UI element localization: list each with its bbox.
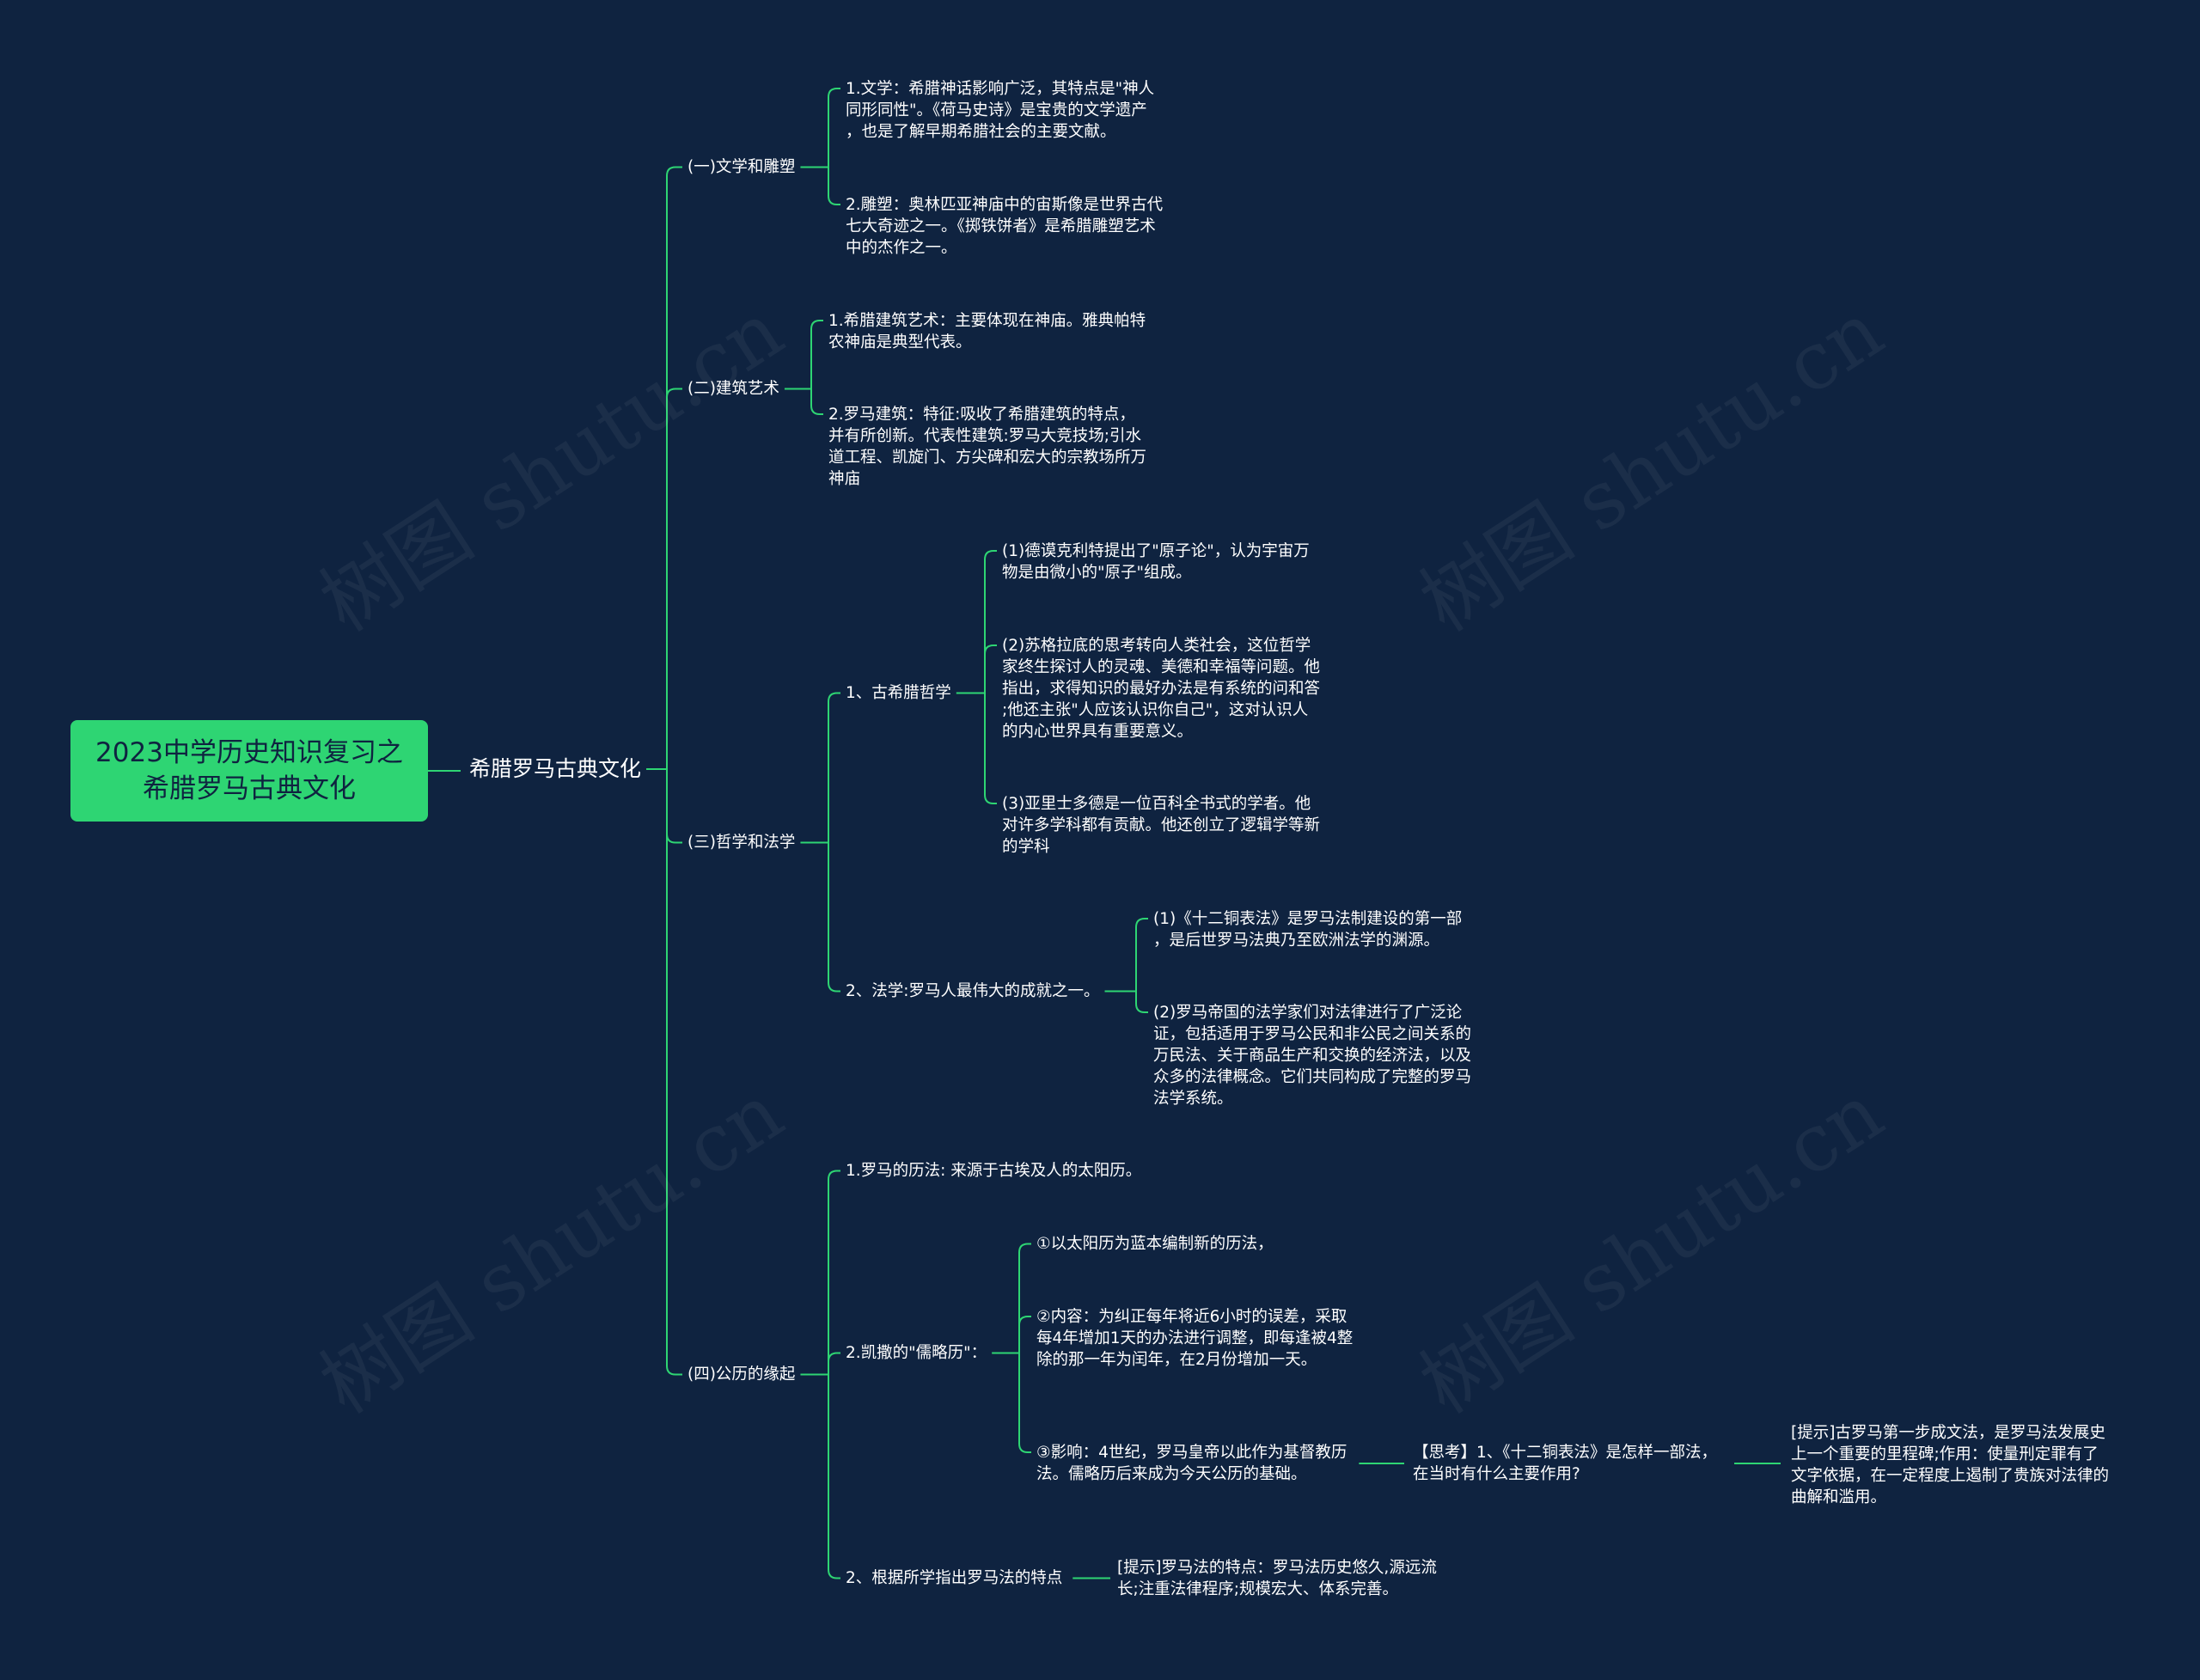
- node-roman-law[interactable]: 2、法学:罗马人最伟大的成就之一。: [846, 982, 1100, 1000]
- node-twelve-tables[interactable]: (1)《十二铜表法》是罗马法制建设的第一部 ，是后世罗马法典乃至欧洲法学的渊源。: [1153, 910, 1463, 950]
- node-greek-architecture[interactable]: 1.希腊建筑艺术：主要体现在神庙。雅典帕特 农神庙是典型代表。: [828, 312, 1146, 351]
- connector-line: [666, 166, 682, 769]
- root-topic-label: 2023中学历史知识复习之 希腊罗马古典文化: [95, 737, 403, 804]
- node-socrates[interactable]: (2)苏格拉底的思考转向人类社会，这位哲学 家终生探讨人的灵魂、美德和幸福等问题…: [1002, 637, 1321, 741]
- node-roman-law-features[interactable]: 2、根据所学指出罗马法的特点: [846, 1569, 1063, 1587]
- node-democritus[interactable]: (1)德谟克利特提出了"原子论"，认为宇宙万 物是由微小的"原子"组成。: [1002, 542, 1310, 582]
- section-literature-sculpture[interactable]: (一)文学和雕塑: [688, 158, 796, 176]
- node-greek-philosophy[interactable]: 1、古希腊哲学: [846, 684, 951, 702]
- connector-line: [828, 842, 840, 993]
- connector-line: [1135, 991, 1148, 1013]
- connector-line: [828, 1374, 840, 1579]
- connector-line: [984, 550, 997, 693]
- connector-line: [828, 1170, 840, 1375]
- node-aristotle[interactable]: (3)亚里士多德是一位百科全书式的学者。他 对许多学科都有贡献。他还创立了逻辑学…: [1002, 795, 1321, 856]
- watermark: 树图 shutu.cn: [304, 284, 799, 650]
- connector-line: [1135, 918, 1148, 992]
- node-roman-calendar[interactable]: 1.罗马的历法: 来源于古埃及人的太阳历。: [846, 1162, 1142, 1180]
- section-calendar-origin[interactable]: (四)公历的缘起: [688, 1365, 796, 1384]
- node-roman-architecture[interactable]: 2.罗马建筑：特征:吸收了希腊建筑的特点， 并有所创新。代表性建筑:罗马大竞技场…: [828, 406, 1147, 488]
- connector-line: [810, 388, 823, 415]
- connector-line: [810, 320, 823, 389]
- node-think-hint[interactable]: [提示]古罗马第一步成文法，是罗马法发展史 上一个重要的里程碑;作用：使量刑定罪…: [1791, 1424, 2110, 1506]
- connector-line: [666, 769, 682, 1376]
- node-sculpture[interactable]: 2.雕塑：奥林匹亚神庙中的宙斯像是世界古代 七大奇迹之一。《掷铁饼者》是希腊雕塑…: [846, 196, 1164, 257]
- connector-line: [666, 769, 682, 844]
- node-roman-jurists[interactable]: (2)罗马帝国的法学家们对法律进行了广泛论 证，包括适用于罗马公民和非公民之间关…: [1153, 1004, 1472, 1108]
- node-julian-content[interactable]: ②内容：为纠正每年将近6小时的误差，采取 每4年增加1天的办法进行调整，即每逢被…: [1036, 1308, 1354, 1369]
- section-philosophy-law[interactable]: (三)哲学和法学: [688, 834, 796, 852]
- watermark: 树图 shutu.cn: [1404, 284, 1899, 650]
- section-architecture[interactable]: (二)建筑艺术: [688, 380, 779, 398]
- connector-line: [1018, 1243, 1031, 1353]
- root-topic[interactable]: 2023中学历史知识复习之 希腊罗马古典文化: [70, 720, 428, 822]
- connector-line: [1018, 1316, 1031, 1353]
- connector-line: [984, 693, 997, 804]
- connector-line: [828, 88, 840, 168]
- connector-line: [828, 692, 840, 843]
- node-roman-law-features-hint[interactable]: [提示]罗马法的特点：罗马法历史悠久,源远流 长;注重法律程序;规模宏大、体系完…: [1117, 1559, 1437, 1598]
- connector-line: [984, 645, 997, 693]
- node-literature[interactable]: 1.文学：希腊神话影响广泛，其特点是"神人 同形同性"。《荷马史诗》是宝贵的文学…: [846, 80, 1155, 141]
- main-topic[interactable]: 希腊罗马古典文化: [469, 756, 642, 781]
- node-julian-calendar[interactable]: 2.凯撒的"儒略历"：: [846, 1344, 987, 1362]
- node-julian-basis[interactable]: ①以太阳历为蓝本编制新的历法，: [1036, 1235, 1274, 1253]
- node-julian-impact[interactable]: ③影响：4世纪，罗马皇帝以此作为基督教历 法。儒略历后来成为今天公历的基础。: [1036, 1444, 1348, 1483]
- connector-line: [1018, 1353, 1031, 1453]
- connector-line: [828, 1352, 840, 1375]
- node-think-question[interactable]: 【思考】1、《十二铜表法》是怎样一部法， 在当时有什么主要作用?: [1413, 1444, 1718, 1483]
- connector-line: [828, 167, 840, 205]
